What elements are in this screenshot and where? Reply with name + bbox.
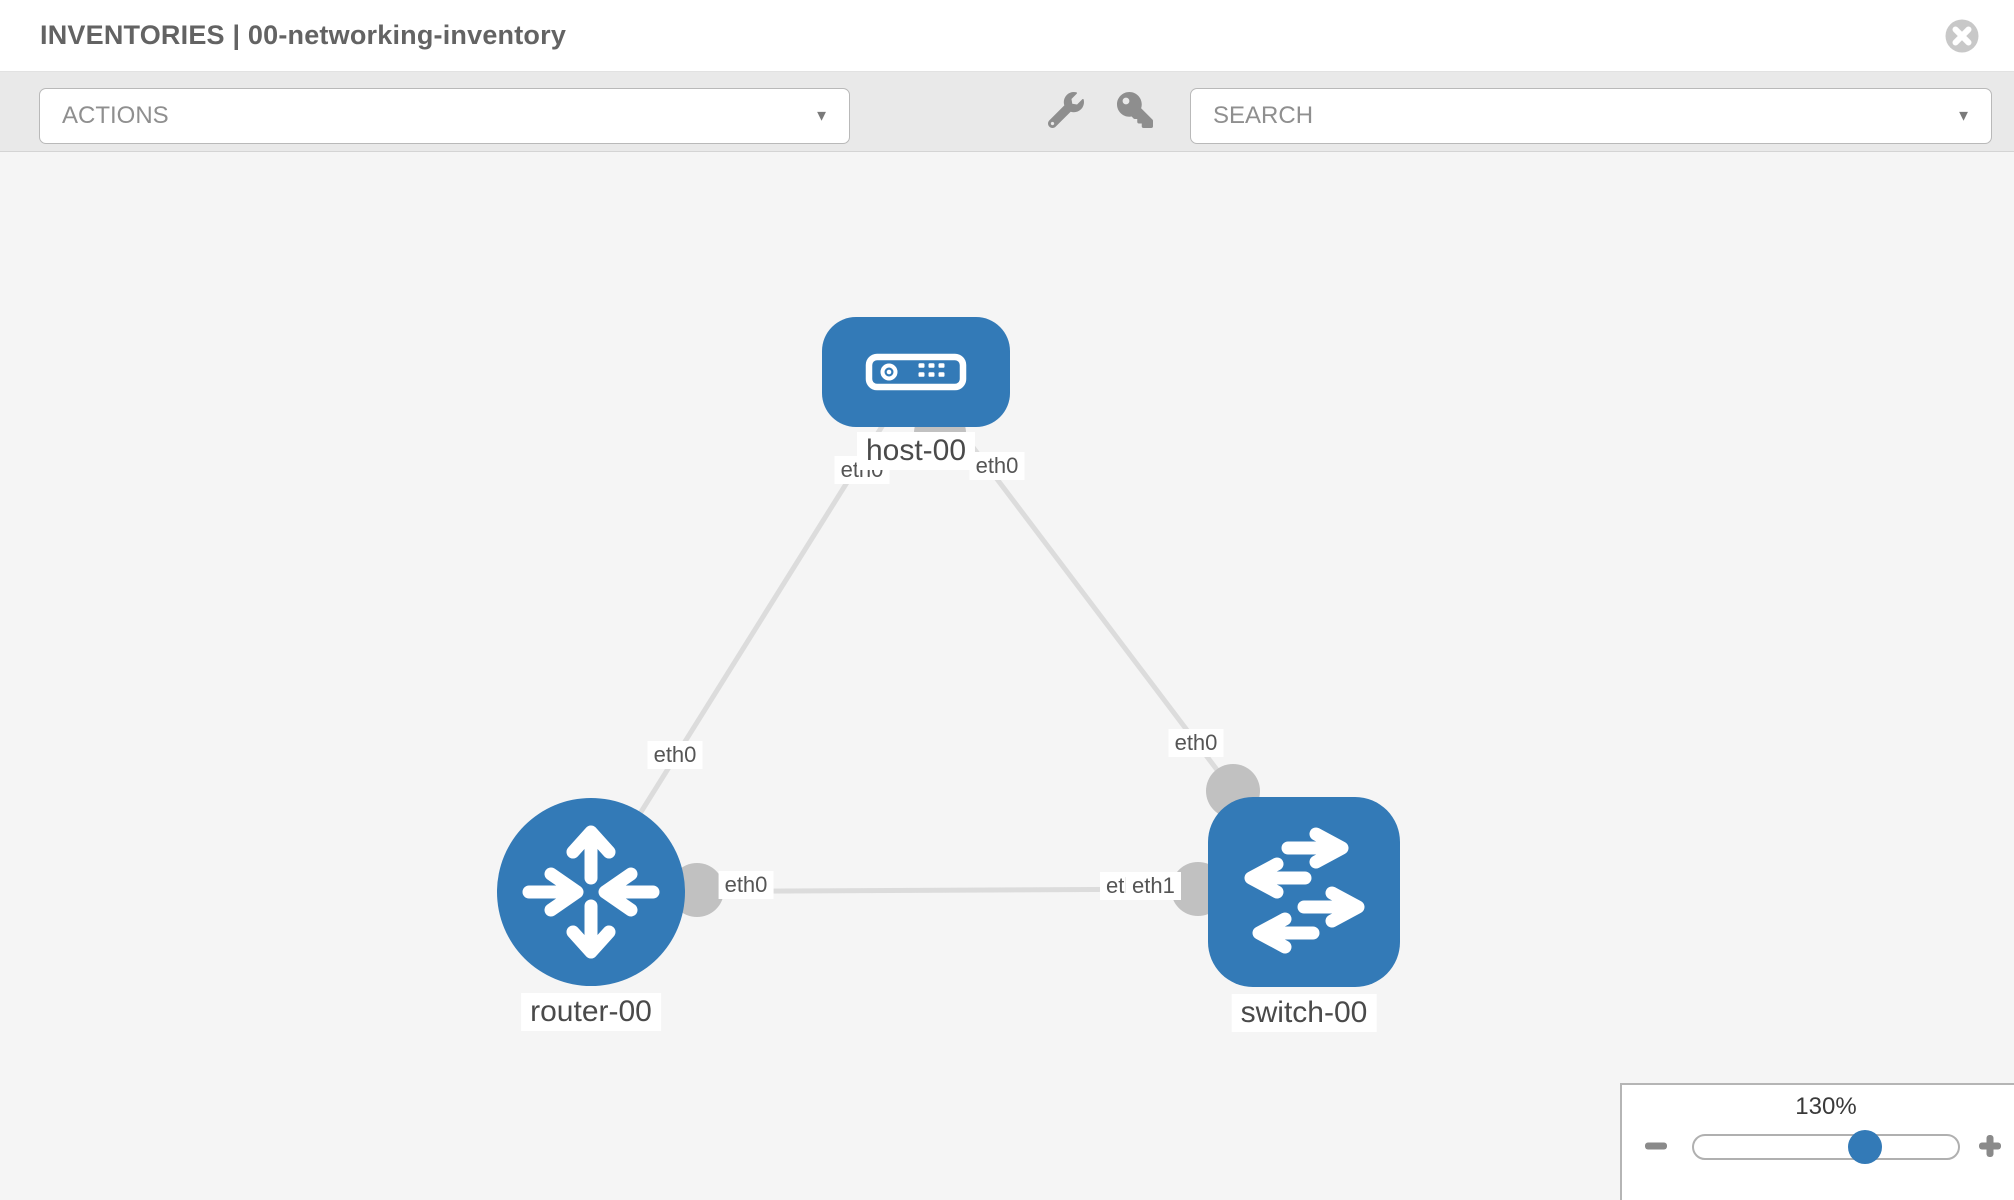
wrench-icon [1047,92,1084,131]
actions-dropdown-label: ACTIONS [62,102,169,129]
chevron-down-icon: ▼ [1956,107,1971,125]
interface-label: eth0 [718,871,774,899]
zoom-in-button[interactable] [1972,1129,2008,1165]
close-icon [1944,19,1980,57]
router-icon [522,825,660,959]
page-title: INVENTORIES | 00-networking-inventory [40,20,567,50]
key-icon [1117,92,1153,131]
network-topology-canvas[interactable]: eth0 eth0 eth0 eth0 eth0 eth0 eth1 host-… [0,152,2014,1200]
zoom-slider[interactable] [1692,1134,1960,1160]
node-label-router: router-00 [521,993,661,1031]
toolbar: ACTIONS ▼ SEARCH ▼ [0,72,2014,152]
interface-label: eth0 [647,741,703,769]
search-dropdown[interactable]: SEARCH ▼ [1190,88,1992,144]
interface-label: eth0 [969,452,1025,480]
zoom-out-button[interactable] [1638,1129,1674,1165]
node-router-00[interactable] [497,798,685,986]
zoom-control-panel: 130% [1620,1083,2014,1200]
host-icon [865,353,967,391]
zoom-slider-handle[interactable] [1848,1130,1882,1164]
node-switch-00[interactable] [1208,797,1400,987]
interface-label: eth1 [1126,872,1181,900]
window-header: INVENTORIES | 00-networking-inventory [0,0,2014,72]
interface-label: eth0 [1168,729,1224,757]
zoom-level-label: 130% [1795,1093,1857,1120]
node-label-host: host-00 [856,432,976,470]
minus-icon [1642,1142,1670,1163]
credentials-button[interactable] [1113,90,1157,134]
close-button[interactable] [1944,18,1980,54]
switch-icon [1244,827,1365,954]
node-host-00[interactable] [822,317,1010,427]
chevron-down-icon: ▼ [814,107,829,125]
node-label-switch: switch-00 [1231,994,1377,1032]
configure-button[interactable] [1044,90,1088,134]
plus-icon [1976,1134,2004,1163]
search-dropdown-label: SEARCH [1213,102,1314,129]
actions-dropdown[interactable]: ACTIONS ▼ [39,88,850,144]
